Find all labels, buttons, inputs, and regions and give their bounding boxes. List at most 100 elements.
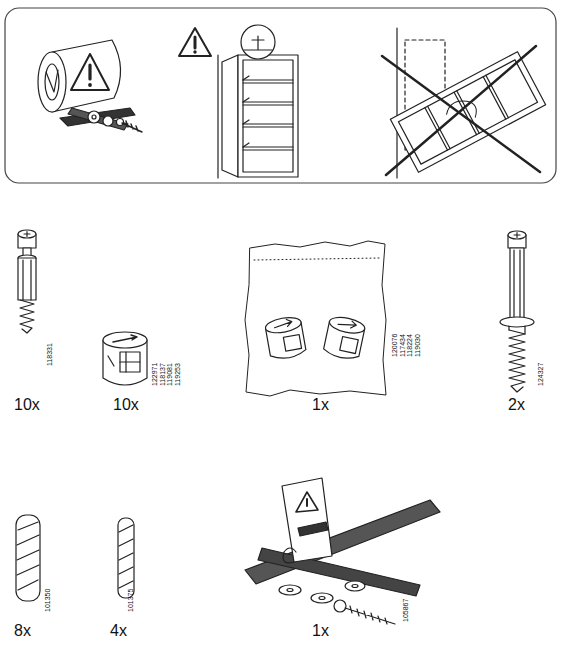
cam-lock bbox=[120, 352, 140, 372]
safety-roll bbox=[88, 83, 92, 87]
anti-tip-kit bbox=[258, 548, 420, 596]
spare-bag bbox=[283, 335, 301, 352]
bookcase-fixed bbox=[241, 25, 275, 59]
safety-roll bbox=[92, 115, 96, 119]
bookcase-fixed bbox=[222, 55, 238, 177]
spare-bag bbox=[264, 315, 302, 335]
anti-tip-kit bbox=[319, 597, 325, 600]
cam-bolt bbox=[23, 260, 31, 300]
spare-bag bbox=[340, 337, 359, 354]
long-bolt bbox=[509, 330, 525, 392]
safety-panel bbox=[5, 8, 556, 183]
part-number: 120076 117434 118224 119030 bbox=[391, 334, 422, 357]
dowel-small bbox=[118, 518, 134, 598]
anti-tip-kit bbox=[345, 606, 395, 624]
safety-roll bbox=[38, 40, 142, 132]
spare-bag bbox=[323, 315, 367, 362]
bookcase-fixed bbox=[238, 55, 298, 177]
tipping-bookcase bbox=[390, 52, 545, 173]
anti-tip-kit bbox=[282, 478, 332, 562]
anti-tip-kit bbox=[283, 548, 296, 563]
tipping-bookcase bbox=[396, 28, 397, 178]
anti-tip-kit bbox=[345, 581, 365, 591]
bookcase-fixed bbox=[243, 76, 249, 147]
tipping-bookcase bbox=[382, 56, 540, 172]
safety-roll bbox=[71, 54, 109, 90]
safety-roll bbox=[45, 64, 59, 100]
anti-tip-kit bbox=[279, 585, 301, 595]
bookcase-fixed bbox=[194, 37, 197, 48]
long-bolt bbox=[509, 326, 525, 334]
part-number: 124327 bbox=[537, 363, 545, 386]
safety-roll bbox=[88, 111, 100, 123]
anti-tip-kit bbox=[296, 492, 318, 512]
quantity-label: 10x bbox=[14, 396, 40, 414]
long-bolt bbox=[500, 317, 534, 327]
quantity-label: 1x bbox=[312, 622, 329, 640]
cam-bolt bbox=[24, 232, 30, 237]
quantity-label: 8x bbox=[14, 622, 31, 640]
cam-lock bbox=[103, 332, 147, 385]
long-bolt bbox=[508, 231, 526, 239]
part-number: 101350 bbox=[44, 589, 52, 612]
cam-lock bbox=[103, 332, 147, 348]
long-bolt bbox=[500, 231, 534, 392]
part-number: 118331 bbox=[46, 343, 54, 366]
safety-roll bbox=[68, 108, 128, 130]
spare-bag bbox=[338, 318, 357, 329]
anti-tip-kit bbox=[352, 585, 358, 588]
long-bolt bbox=[514, 250, 520, 318]
tipping-bookcase bbox=[398, 60, 537, 164]
safety-roll bbox=[122, 121, 142, 132]
safety-roll bbox=[103, 116, 113, 126]
dowel-large bbox=[16, 515, 40, 601]
spare-bag bbox=[274, 319, 293, 329]
spare-bag bbox=[245, 241, 386, 396]
cam-bolt bbox=[18, 230, 36, 238]
bookcase-fixed bbox=[193, 50, 196, 53]
cam-lock bbox=[108, 356, 114, 366]
dowel-small bbox=[118, 518, 134, 598]
cam-bolt bbox=[18, 258, 36, 300]
part-number: 105867 bbox=[402, 599, 410, 622]
long-bolt bbox=[510, 248, 524, 320]
spare-bag bbox=[328, 315, 366, 336]
cam-bolt bbox=[20, 300, 34, 333]
quantity-label: 1x bbox=[312, 396, 329, 414]
dowel-large bbox=[16, 515, 40, 601]
part-number: 101375 bbox=[127, 589, 135, 612]
anti-tip-kit bbox=[287, 589, 293, 592]
safety-roll bbox=[38, 52, 66, 112]
spare-bag bbox=[254, 258, 380, 260]
dowel-large bbox=[17, 522, 39, 590]
tipping-bookcase bbox=[382, 28, 546, 178]
cam-lock bbox=[120, 352, 140, 372]
anti-tip-kit bbox=[334, 600, 346, 612]
bookcase-fixed bbox=[179, 28, 211, 56]
quantity-label: 2x bbox=[508, 396, 525, 414]
anti-tip-kit bbox=[306, 499, 308, 506]
spare-bag bbox=[264, 315, 306, 361]
dowel-small bbox=[119, 525, 133, 588]
cam-bolt bbox=[18, 230, 36, 333]
anti-tip-kit bbox=[298, 522, 328, 536]
bookcase-fixed bbox=[217, 55, 218, 178]
spare-bag bbox=[245, 241, 386, 396]
safety-roll bbox=[117, 119, 124, 126]
part-number: 122971 118137 119081 119253 bbox=[151, 363, 182, 386]
quantity-label: 4x bbox=[110, 622, 127, 640]
tipping-bookcase bbox=[390, 52, 545, 173]
bookcase-fixed bbox=[243, 60, 293, 172]
long-bolt bbox=[514, 233, 520, 238]
bookcase-fixed bbox=[179, 25, 298, 178]
cam-lock bbox=[113, 335, 137, 342]
quantity-label: 10x bbox=[113, 396, 139, 414]
safety-roll bbox=[88, 65, 91, 79]
bookcase-fixed bbox=[244, 36, 272, 50]
tipping-bookcase bbox=[386, 46, 536, 175]
anti-tip-kit bbox=[311, 593, 333, 603]
anti-tip-kit bbox=[245, 478, 440, 624]
safety-roll bbox=[46, 70, 58, 92]
